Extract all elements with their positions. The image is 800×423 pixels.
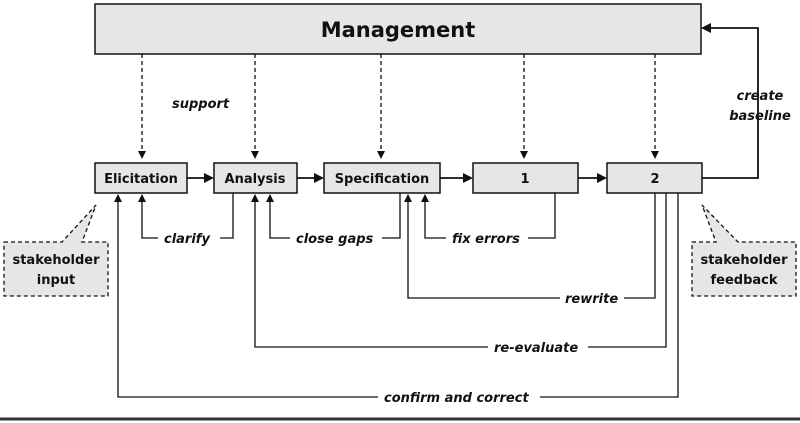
support-label: support <box>172 97 230 112</box>
fix-errors-label: fix errors <box>452 232 520 247</box>
stage2-box <box>606 162 703 194</box>
confirm-correct-label: confirm and correct <box>384 391 529 406</box>
create-baseline-label-line2: baseline <box>729 109 791 124</box>
fix-errors-label-bg <box>446 228 528 246</box>
analysis-label: Analysis <box>225 172 286 187</box>
create-baseline-label-line1: create <box>737 89 784 104</box>
create-baseline-arrow <box>701 23 759 179</box>
specification-label: Specification <box>335 172 430 187</box>
elicitation-label: Elicitation <box>104 172 178 187</box>
rewrite-label-bg <box>560 289 624 307</box>
stakeholder-feedback-line1: stakeholder <box>700 253 788 268</box>
re-evaluate-label-bg <box>488 338 588 356</box>
clarify-label: clarify <box>164 232 210 247</box>
close-gaps-label: close gaps <box>296 232 374 247</box>
rewrite-label: rewrite <box>565 292 618 307</box>
stage1-box <box>472 162 579 194</box>
stage1-label: 1 <box>520 172 529 187</box>
re-evaluate-loop <box>251 193 667 348</box>
stakeholder-feedback-line2: feedback <box>710 273 777 288</box>
support-arrows <box>138 54 659 159</box>
stakeholder-input-line1: stakeholder <box>12 253 100 268</box>
stakeholder-input-line2: input <box>37 273 76 288</box>
stakeholder-feedback-callout <box>691 204 797 297</box>
stage2-label: 2 <box>650 172 659 187</box>
close-gaps-label-bg <box>290 228 382 246</box>
stakeholder-input-callout <box>3 204 109 297</box>
specification-box <box>323 162 441 194</box>
re-evaluate-label: re-evaluate <box>494 341 578 356</box>
confirm-correct-label-bg <box>378 388 540 406</box>
clarify-label-bg <box>158 228 220 246</box>
management-label: Management <box>321 18 476 42</box>
rewrite-loop <box>404 193 656 299</box>
